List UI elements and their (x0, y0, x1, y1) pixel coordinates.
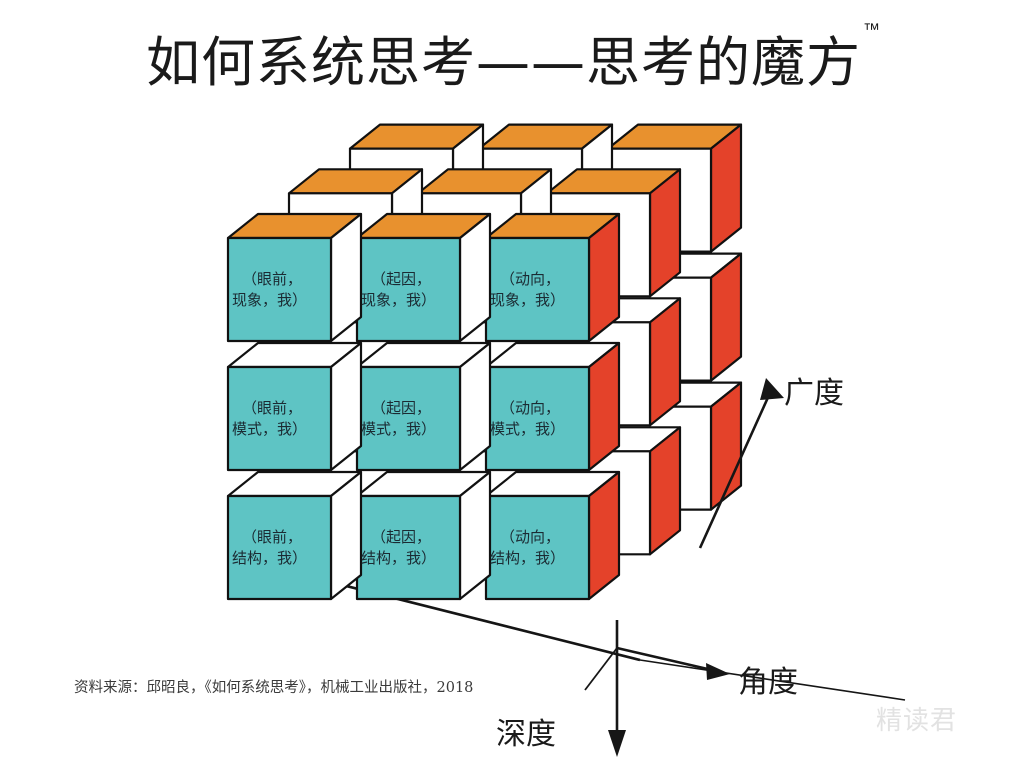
cube-cell (226, 341, 363, 472)
source-citation: 资料来源：邱昭良，《如何系统思考》，机械工业出版社，2018 (74, 680, 474, 696)
watermark: 精读君 (876, 706, 958, 736)
cube-cell (484, 470, 621, 601)
cube-body (226, 123, 743, 601)
depth-axis-arrow (608, 620, 626, 757)
cube-cell (355, 470, 492, 601)
cube-cell (355, 212, 492, 343)
page-title-text: 如何系统思考——思考的魔方 (146, 31, 861, 94)
breadth-axis-arrow (698, 378, 784, 549)
cube-cell (226, 470, 363, 601)
cube-cell (226, 212, 363, 343)
origin-tick (584, 647, 618, 691)
axis-arrows (584, 378, 784, 757)
angle-axis-arrow (616, 646, 730, 680)
trademark-mark: ™ (863, 20, 880, 39)
axis-label-breadth: 广度 (784, 376, 844, 411)
cube-cell (484, 212, 621, 343)
axis-label-angle: 角度 (738, 665, 798, 700)
cube-cell (484, 341, 621, 472)
cube-cell (355, 341, 492, 472)
page-title: 如何系统思考——思考的魔方™ (0, 18, 1024, 97)
axis-label-depth: 深度 (496, 717, 556, 752)
